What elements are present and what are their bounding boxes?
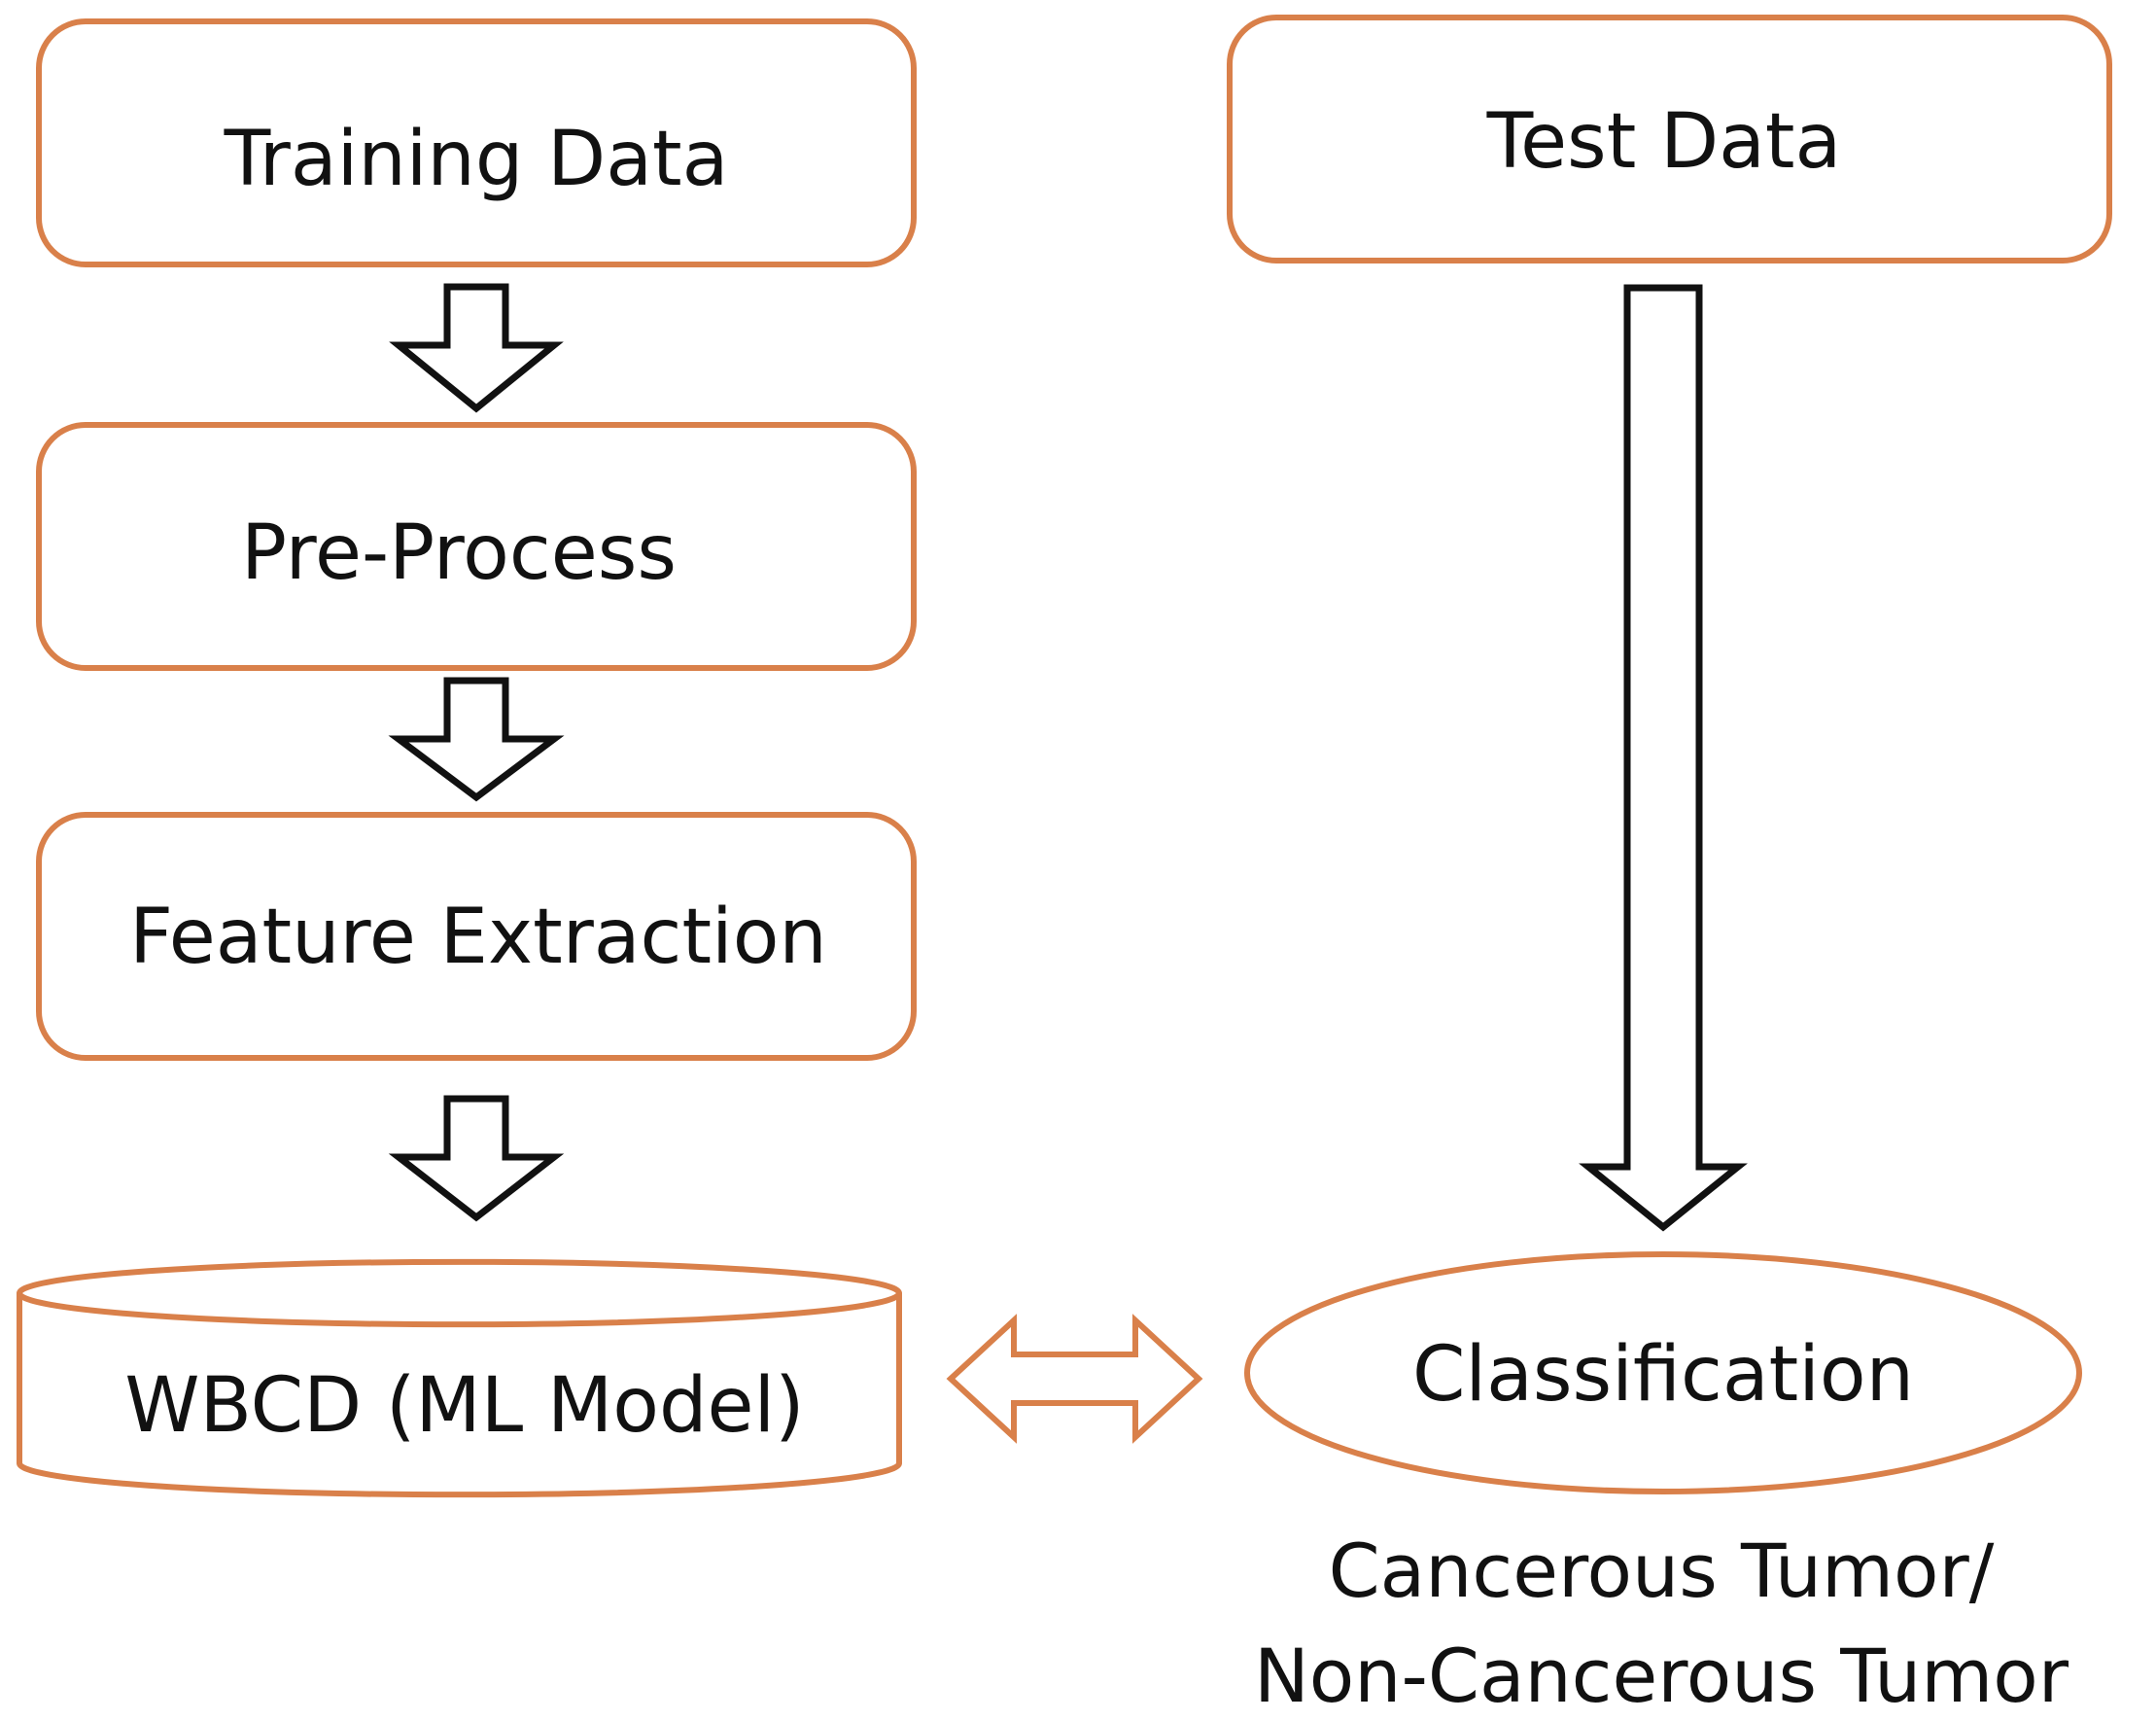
pre-process-node: Pre-Process [36, 422, 917, 671]
double-arrow-icon [946, 1314, 1203, 1444]
feature-extraction-box [36, 812, 917, 1061]
training-data-box [36, 18, 917, 267]
ml-model-label: WBCD (ML Model) [124, 1362, 804, 1450]
test-data-node: Test Data [1227, 15, 2112, 263]
pre-process-label: Pre-Process [241, 509, 677, 597]
output-caption: Cancerous Tumor/ Non-Cancerous Tumor [1254, 1528, 2069, 1719]
pre-process-box [36, 422, 917, 671]
classification-label: Classification [1412, 1331, 1914, 1419]
long-down-arrow-icon [1579, 284, 1748, 1232]
output-line-2: Non-Cancerous Tumor [1254, 1633, 2069, 1719]
classification-ellipse [1244, 1251, 2082, 1494]
feature-extraction-label: Feature Extraction [129, 894, 827, 981]
down-arrow-icon [388, 677, 565, 802]
training-data-node: Training Data [36, 18, 917, 267]
training-data-label: Training Data [224, 116, 729, 203]
classification-node: Classification [1244, 1251, 2082, 1494]
ml-model-node: WBCD (ML Model) [17, 1258, 902, 1498]
test-data-box [1227, 15, 2112, 263]
output-line-1: Cancerous Tumor/ [1329, 1528, 1995, 1614]
ml-model-cylinder-rim [17, 1292, 902, 1328]
down-arrow-icon [389, 283, 564, 413]
down-arrow-icon [388, 1095, 565, 1222]
feature-extraction-node: Feature Extraction [36, 812, 917, 1061]
test-data-label: Test Data [1486, 98, 1842, 186]
